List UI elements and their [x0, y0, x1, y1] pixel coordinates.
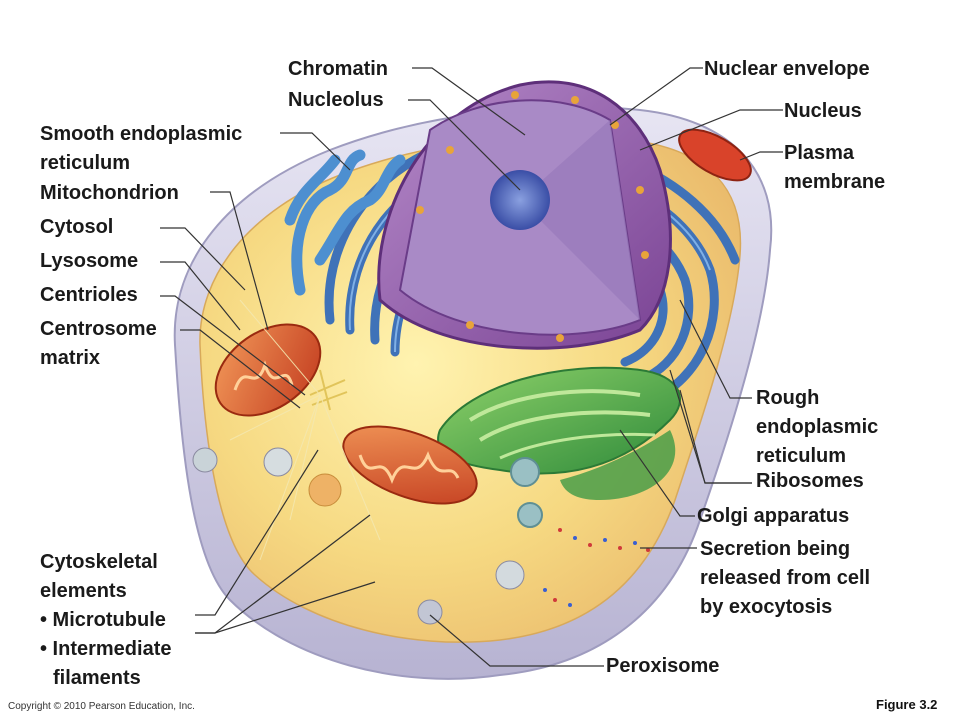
label-nuclear-envelope: Nuclear envelope: [704, 58, 870, 80]
label-secretion-3: by exocytosis: [700, 596, 833, 618]
label-rough-er-1: Rough: [756, 387, 820, 409]
smooth-er: [284, 149, 406, 296]
leader-lines: [160, 67, 783, 667]
label-mitochondrion: Mitochondrion: [40, 182, 179, 204]
label-microtubule: • Microtubule: [40, 609, 166, 631]
label-plasma-membrane-1: Plasma: [784, 142, 855, 164]
label-rough-er-2: endoplasmic: [756, 416, 879, 438]
label-intermediate-2: filaments: [53, 667, 141, 689]
label-rough-er-3: reticulum: [756, 445, 847, 467]
label-cytoskeletal-2: elements: [40, 580, 127, 602]
label-lysosome: Lysosome: [40, 250, 139, 272]
label-chromatin: Chromatin: [288, 58, 388, 80]
label-smooth-er-2: reticulum: [40, 152, 131, 174]
label-nucleus: Nucleus: [784, 100, 862, 122]
label-intermediate-1: • Intermediate: [40, 638, 172, 660]
secretory-vesicles: [510, 457, 543, 528]
label-secretion-1: Secretion being: [700, 538, 851, 560]
label-golgi: Golgi apparatus: [697, 505, 850, 527]
spheres: [192, 447, 525, 625]
microtubules: [229, 299, 381, 561]
label-secretion-2: released from cell: [700, 567, 871, 589]
label-nucleolus: Nucleolus: [288, 89, 384, 111]
label-centrosome-1: Centrosome: [40, 318, 157, 340]
label-ribosomes: Ribosomes: [756, 470, 864, 492]
label-smooth-er-1: Smooth endoplasmic: [40, 123, 243, 145]
mitochondrion-bottom: [342, 425, 478, 505]
nucleus: [377, 80, 672, 350]
label-cytoskeletal-1: Cytoskeletal: [40, 551, 158, 573]
label-centrioles: Centrioles: [40, 284, 138, 306]
label-cytosol: Cytosol: [40, 216, 114, 238]
label-centrosome-2: matrix: [40, 347, 101, 369]
label-peroxisome: Peroxisome: [606, 655, 720, 677]
golgi-apparatus: [437, 366, 681, 500]
exocytosis-particles: [543, 528, 650, 607]
nucleolus: [490, 170, 550, 230]
copyright-text: Copyright © 2010 Pearson Education, Inc.: [8, 701, 195, 712]
label-plasma-membrane-2: membrane: [784, 171, 886, 193]
plasma-membrane-feature: [678, 128, 752, 182]
figure-label: Figure 3.2: [876, 697, 938, 712]
